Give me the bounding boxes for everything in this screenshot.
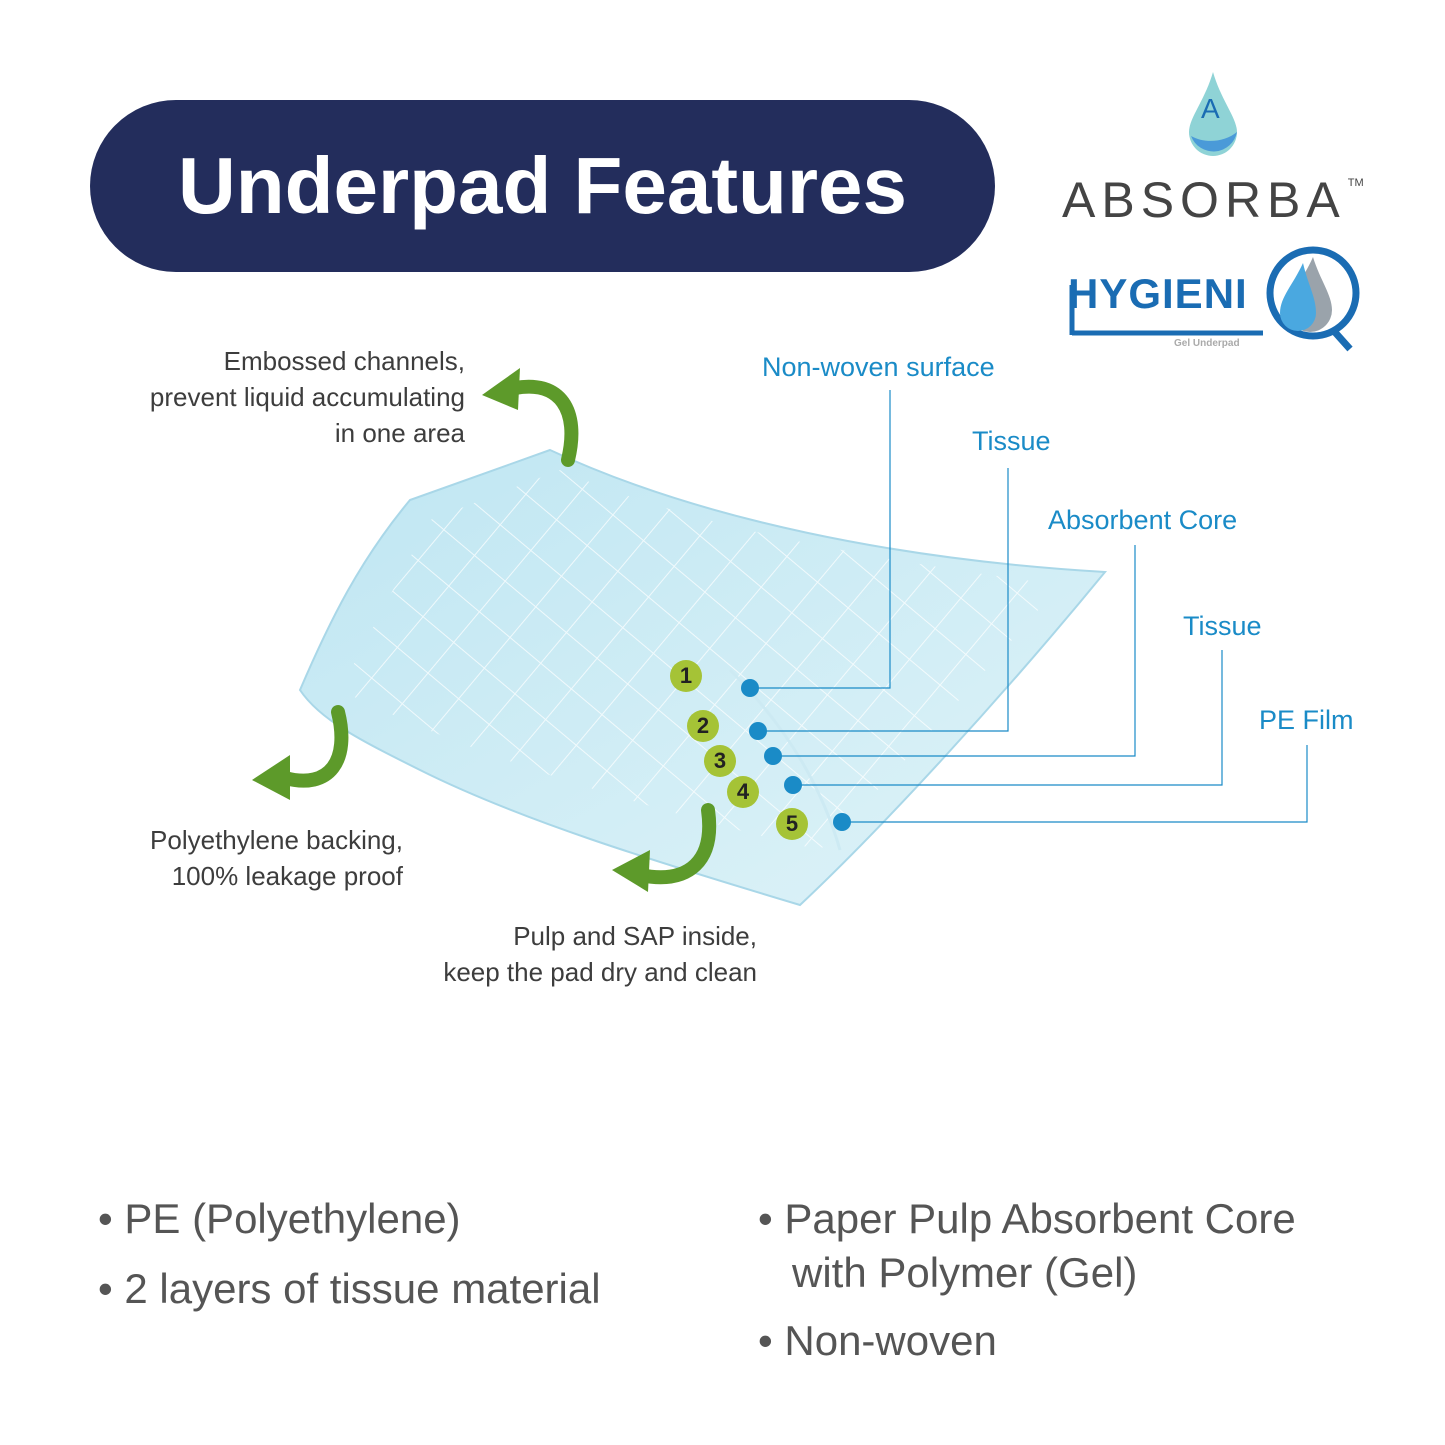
leader-lines	[750, 390, 1308, 823]
product-subtitle: Gel Underpad	[1174, 338, 1240, 349]
callout-line: Pulp and SAP inside,	[513, 921, 757, 951]
callout-pulp: Pulp and SAP inside, keep the pad dry an…	[443, 918, 757, 990]
brand-name: ABSORBA	[1062, 172, 1346, 228]
layer-number-5: 5	[776, 808, 808, 840]
bullet-text: 2 layers of tissue material	[124, 1265, 601, 1312]
bullet-core-cont: with Polymer (Gel)	[792, 1249, 1138, 1296]
layer-number-4: 4	[727, 776, 759, 808]
product-name: HYGIENI	[1068, 270, 1248, 317]
trademark: TM	[1347, 177, 1364, 189]
layer-number-2: 2	[687, 710, 719, 742]
callout-line: 100% leakage proof	[171, 861, 403, 891]
layer-label-pe-film: PE Film	[1259, 705, 1354, 735]
bullet-text: Paper Pulp Absorbent Core	[784, 1195, 1296, 1242]
arrowheads	[252, 368, 650, 892]
layer-dots	[741, 679, 851, 831]
layer-label-core: Absorbent Core	[1048, 505, 1238, 535]
layer-label-tissue-bottom: Tissue	[1183, 611, 1262, 641]
page-title: Underpad Features	[177, 141, 908, 230]
callout-line: prevent liquid accumulating	[149, 382, 465, 412]
layer-label-tissue-top: Tissue	[972, 426, 1051, 456]
callout-backing: Polyethylene backing, 100% leakage proof	[150, 822, 403, 894]
bullet-pe: • PE (Polyethylene)	[98, 1195, 461, 1242]
callout-embossed: Embossed channels, prevent liquid accumu…	[150, 343, 465, 451]
layer-label-nonwoven: Non-woven surface	[762, 352, 995, 382]
bullet-nonwoven: • Non-woven	[758, 1317, 997, 1364]
droplet-logo-icon: A	[1189, 72, 1237, 156]
title-banner: Underpad Features	[90, 100, 995, 272]
callout-line: Embossed channels,	[223, 346, 465, 376]
svg-text:A: A	[1201, 93, 1220, 124]
layer-number-3: 3	[704, 745, 736, 777]
callout-line: in one area	[334, 418, 465, 448]
bullet-text: PE (Polyethylene)	[124, 1195, 461, 1242]
bullet-core: • Paper Pulp Absorbent Core	[758, 1195, 1296, 1242]
callout-line: Polyethylene backing,	[150, 825, 403, 855]
brand-logo: ABSORBA TM	[1062, 170, 1364, 230]
layer-number-1: 1	[670, 660, 702, 692]
magnifier-logo-icon	[1069, 246, 1360, 352]
bullet-tissue: • 2 layers of tissue material	[98, 1265, 601, 1312]
callout-line: keep the pad dry and clean	[443, 957, 757, 987]
curved-arrow-icon	[278, 379, 717, 885]
bullet-text: Non-woven	[784, 1317, 997, 1364]
